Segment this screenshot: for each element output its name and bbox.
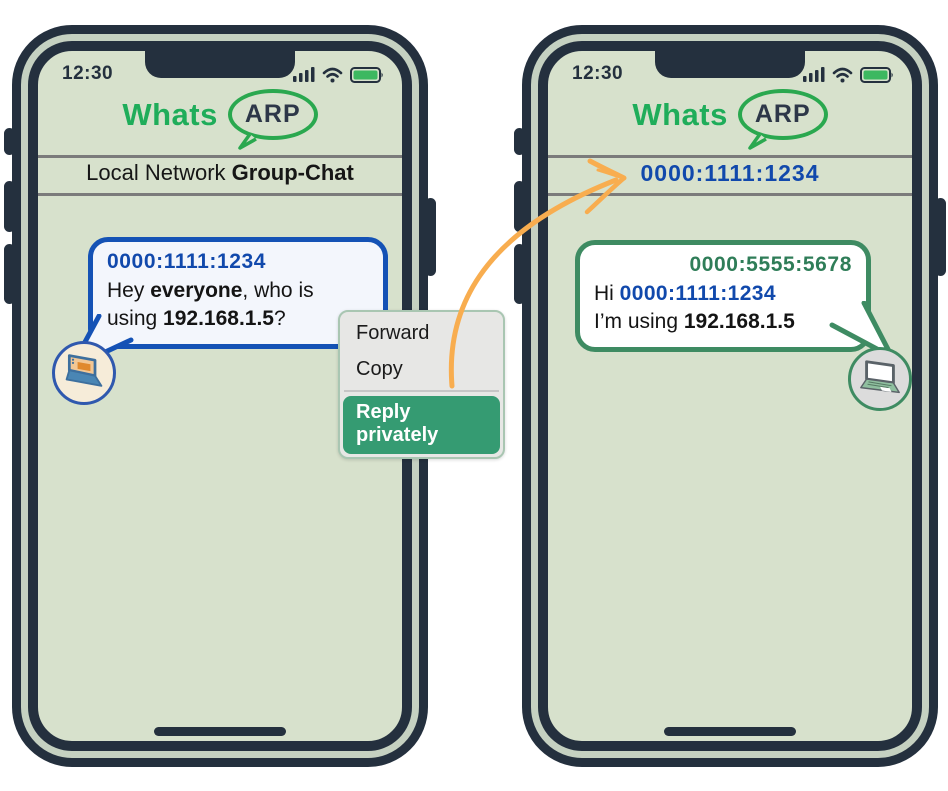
logo-brand-text: Whats bbox=[632, 96, 728, 132]
message-sender-mac: 0000:1111:1234 bbox=[107, 250, 267, 273]
app-logo: Whats ARP bbox=[38, 89, 402, 150]
header-divider-bottom bbox=[38, 193, 402, 196]
power-button[interactable] bbox=[425, 198, 436, 276]
message-context-menu: Forward Copy Reply privately bbox=[338, 310, 505, 459]
header-divider-top bbox=[548, 155, 912, 158]
menu-item-copy[interactable]: Copy bbox=[356, 358, 403, 380]
status-icons bbox=[803, 66, 894, 88]
speech-bubble-tail bbox=[748, 132, 767, 150]
right-phone: 12:30 Whats ARP 0000:1111:1234 bbox=[514, 25, 946, 767]
volume-up-button[interactable] bbox=[4, 181, 15, 232]
message-line-2: I’m using 192.168.1.5 bbox=[594, 310, 795, 334]
volume-down-button[interactable] bbox=[4, 244, 15, 304]
app-logo: Whats ARP bbox=[548, 89, 912, 150]
home-indicator[interactable] bbox=[154, 727, 286, 736]
left-phone: 12:30 Whats ARP Local Network Group-Chat bbox=[4, 25, 436, 767]
logo-speech-bubble: ARP bbox=[227, 89, 318, 150]
chat-title: Local Network Group-Chat bbox=[38, 160, 402, 186]
phone-frame: 12:30 Whats ARP Local Network Group-Chat bbox=[12, 25, 428, 767]
header-divider-bottom bbox=[548, 193, 912, 196]
logo-bubble-text: ARP bbox=[244, 100, 301, 128]
wifi-icon bbox=[322, 67, 343, 88]
logo-brand-text: Whats bbox=[122, 96, 218, 132]
message-sender-mac: 0000:5555:5678 bbox=[689, 253, 852, 276]
logo-bubble-text: ARP bbox=[754, 100, 811, 128]
message-line-2: using 192.168.1.5? bbox=[107, 307, 286, 331]
battery-icon bbox=[350, 66, 384, 88]
phone-screen: 12:30 Whats ARP 0000:1111:1234 bbox=[538, 41, 922, 751]
phone-frame: 12:30 Whats ARP 0000:1111:1234 bbox=[522, 25, 938, 767]
menu-item-reply-privately[interactable]: Reply privately bbox=[343, 396, 500, 454]
logo-speech-bubble: ARP bbox=[737, 89, 828, 150]
chat-title-regular: Local Network bbox=[86, 160, 232, 185]
notch bbox=[145, 51, 295, 78]
header-divider-top bbox=[38, 155, 402, 158]
speech-bubble-tail bbox=[238, 132, 257, 150]
menu-item-forward[interactable]: Forward bbox=[356, 322, 430, 344]
menu-divider bbox=[344, 390, 499, 392]
mute-switch[interactable] bbox=[4, 128, 15, 155]
phone-screen: 12:30 Whats ARP Local Network Group-Chat bbox=[28, 41, 412, 751]
status-time: 12:30 bbox=[62, 63, 114, 84]
laptop-icon bbox=[860, 360, 900, 394]
sender-avatar[interactable] bbox=[52, 341, 116, 405]
group-chat-message[interactable]: 0000:1111:1234 Hey everyone, who is usin… bbox=[69, 237, 388, 371]
signal-bars-icon bbox=[803, 66, 825, 88]
home-indicator[interactable] bbox=[664, 727, 796, 736]
status-time: 12:30 bbox=[572, 63, 624, 84]
private-chat-title: 0000:1111:1234 bbox=[640, 160, 820, 186]
battery-icon bbox=[860, 66, 894, 88]
private-reply-message[interactable]: 0000:5555:5678 Hi 0000:1111:1234 I’m usi… bbox=[575, 240, 894, 360]
message-line-1: Hey everyone, who is bbox=[107, 279, 314, 302]
power-button[interactable] bbox=[935, 198, 946, 276]
laptop-icon bbox=[65, 354, 103, 387]
message-line-1: Hi 0000:1111:1234 bbox=[594, 282, 776, 305]
status-icons bbox=[293, 66, 384, 88]
notch bbox=[655, 51, 805, 78]
mute-switch[interactable] bbox=[514, 128, 525, 155]
signal-bars-icon bbox=[293, 66, 315, 88]
wifi-icon bbox=[832, 67, 853, 88]
chat-title-bold: Group-Chat bbox=[231, 160, 354, 185]
replier-avatar[interactable] bbox=[848, 347, 912, 411]
